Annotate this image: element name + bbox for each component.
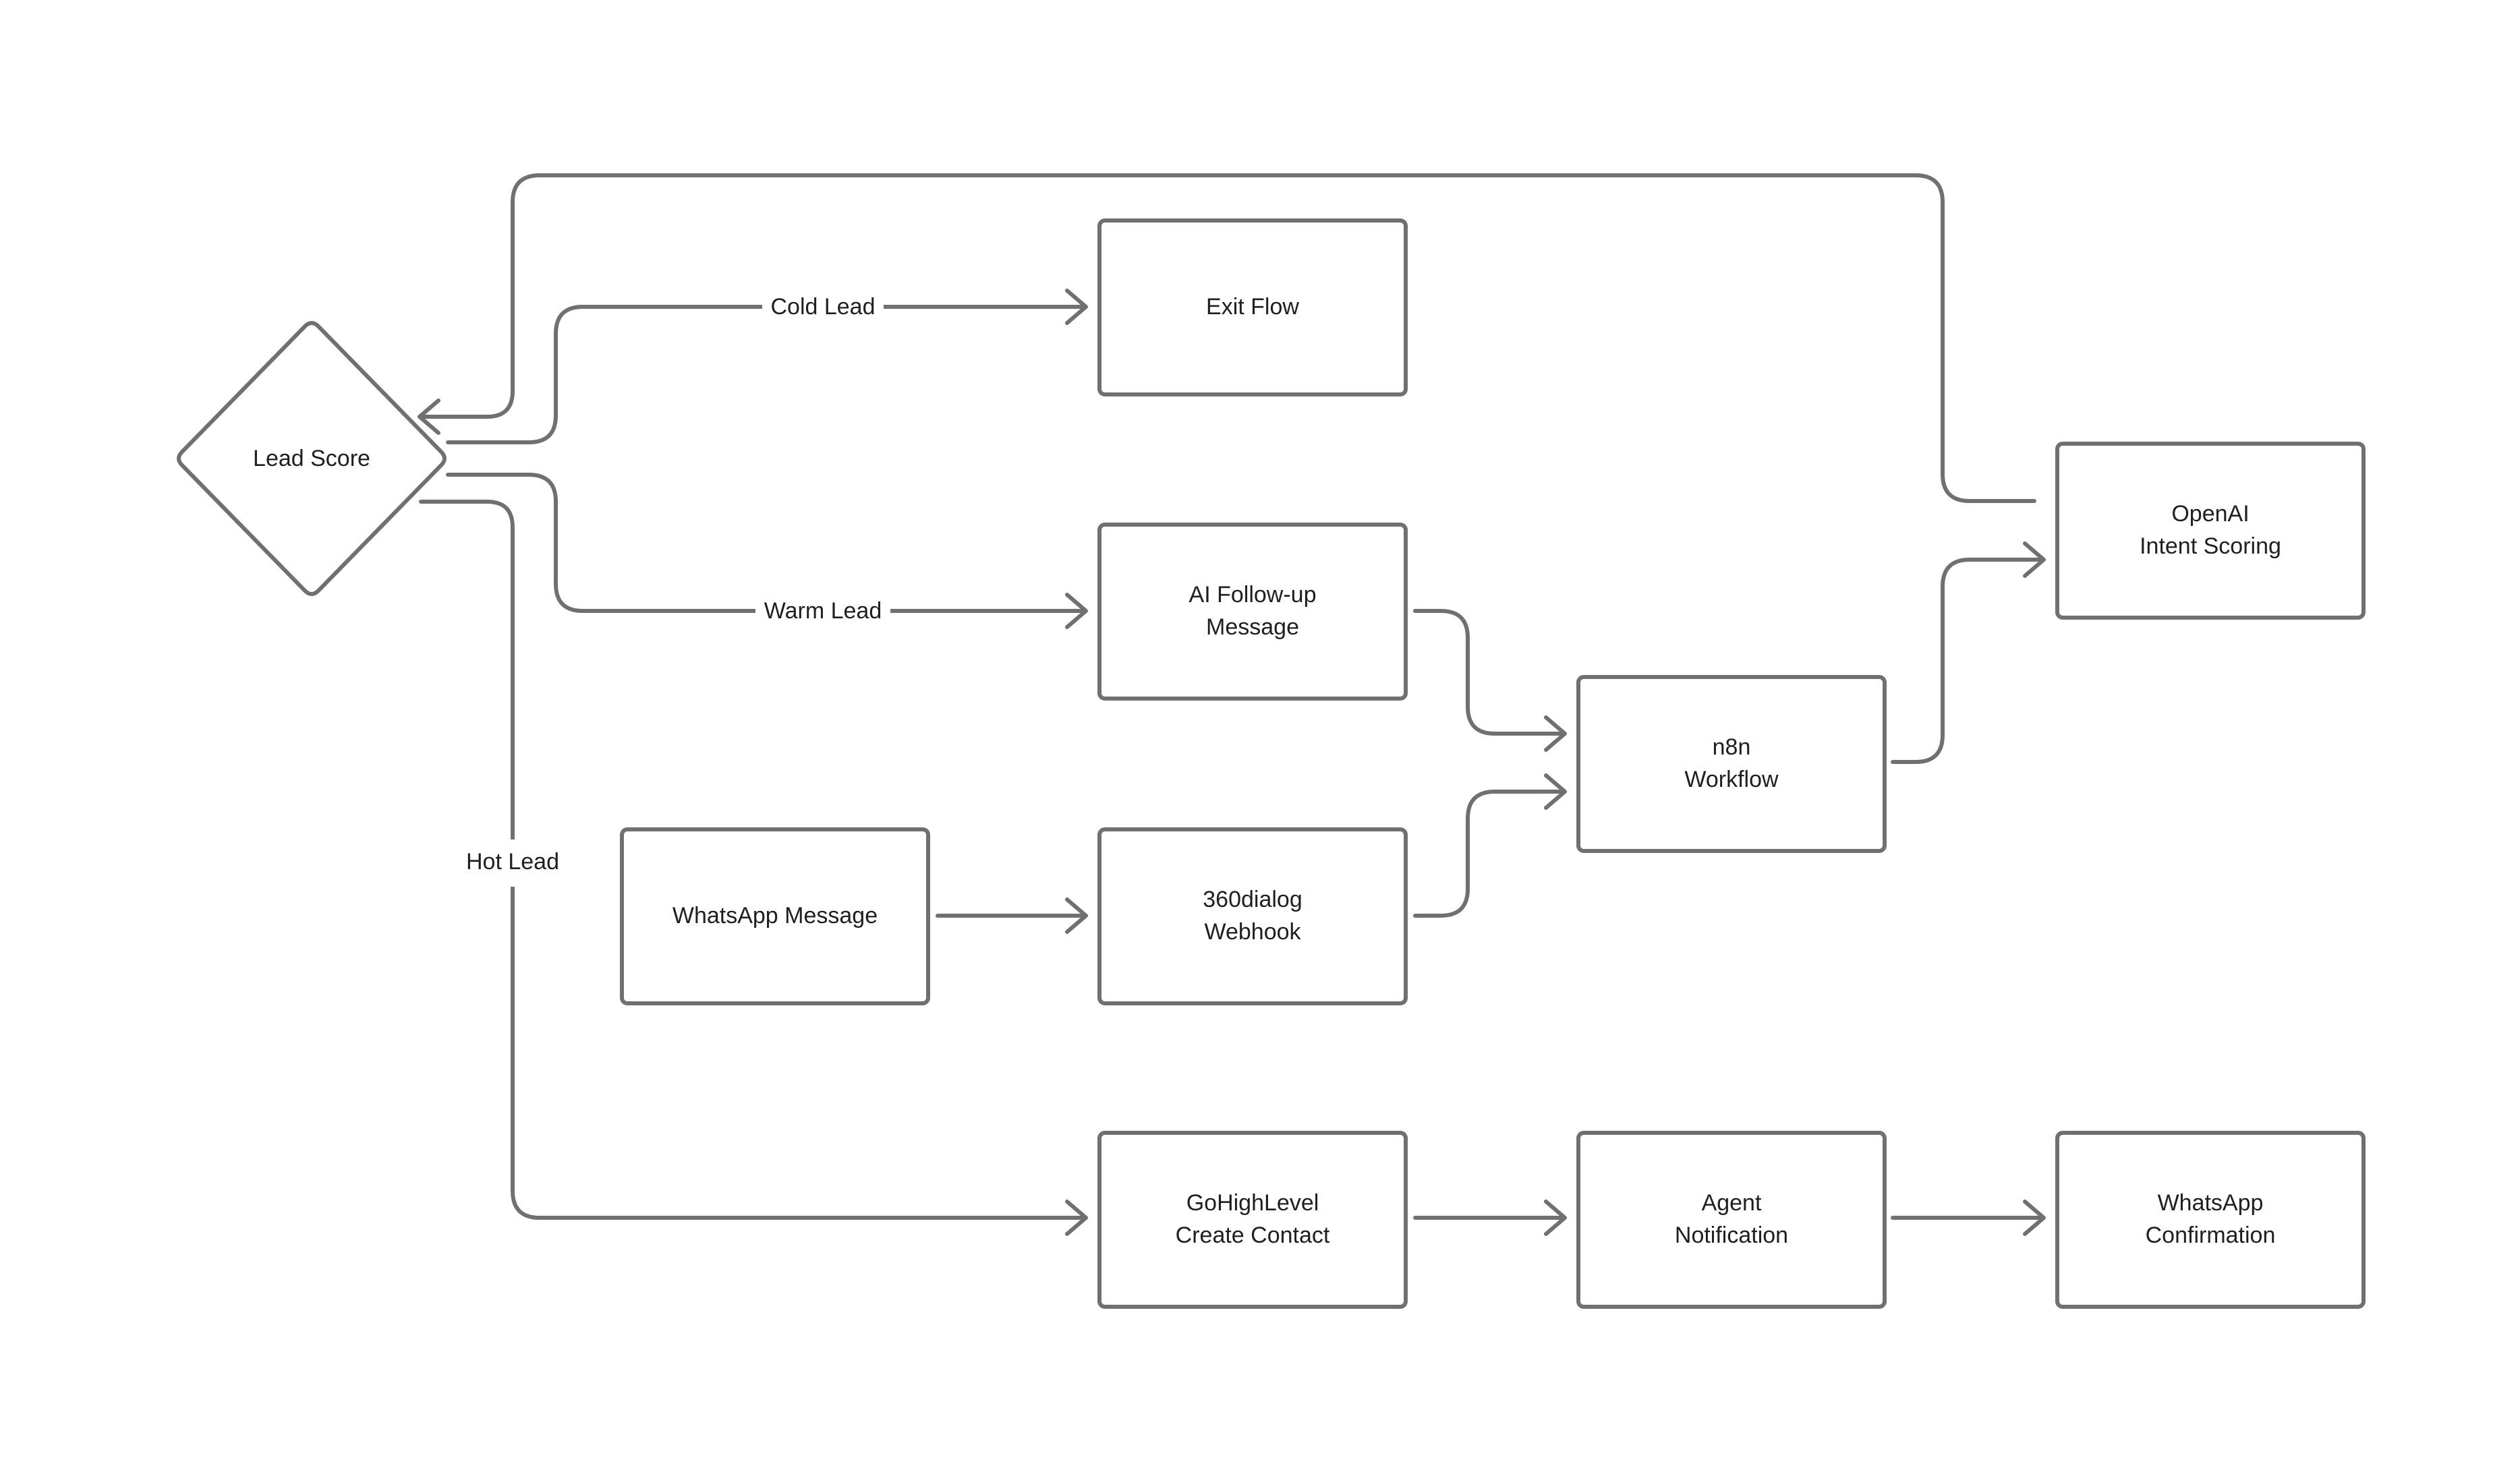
node-label-openai-line2: Intent Scoring <box>2140 533 2281 559</box>
edge-n8n-to-openai <box>1891 558 2043 764</box>
arrowhead-n8n-in-bottom <box>1544 773 1567 810</box>
node-agent-notification: Agent Notification <box>1576 1131 1887 1309</box>
arrowhead-lead-score-in <box>418 399 440 435</box>
node-label-ai-followup-line2: Message <box>1206 614 1299 640</box>
node-label-n8n-line2: Workflow <box>1684 767 1779 792</box>
edge-cold-lead <box>446 305 1085 444</box>
node-whatsapp-confirmation: WhatsApp Confirmation <box>2055 1131 2366 1309</box>
arrowhead-webhook-in <box>1065 897 1088 934</box>
arrowhead-exit-flow-in <box>1065 289 1088 325</box>
edge-warm-lead <box>446 473 1085 613</box>
node-label-confirmation-line1: WhatsApp <box>2158 1190 2264 1216</box>
edge-label-cold-lead: Cold Lead <box>770 294 875 320</box>
node-exit-flow: Exit Flow <box>1097 218 1408 396</box>
node-label-agent-line2: Notification <box>1675 1222 1788 1248</box>
arrowhead-ai-followup-in <box>1065 593 1088 629</box>
node-label-agent-line1: Agent <box>1702 1190 1762 1216</box>
node-label-whatsapp-message: WhatsApp Message <box>672 903 878 928</box>
node-label-gohighlevel-line2: Create Contact <box>1176 1222 1330 1248</box>
node-360dialog-webhook: 360dialog Webhook <box>1097 827 1408 1005</box>
node-whatsapp-message: WhatsApp Message <box>620 827 930 1005</box>
node-label-openai-line1: OpenAI <box>2171 501 2249 527</box>
cold-lead-label-bg <box>762 290 884 324</box>
warm-lead-label-bg <box>755 594 890 628</box>
edge-label-hot-lead: Hot Lead <box>466 849 559 875</box>
node-label-webhook-line1: 360dialog <box>1203 887 1302 912</box>
arrowhead-openai-in <box>2023 541 2046 578</box>
hot-lead-label-bg <box>459 839 567 887</box>
edge-followup-to-n8n <box>1413 609 1564 736</box>
node-gohighlevel-create-contact: GoHighLevel Create Contact <box>1097 1131 1408 1309</box>
edge-webhook-to-n8n <box>1413 790 1564 918</box>
node-lead-score: Lead Score <box>177 321 447 596</box>
node-label-exit-flow: Exit Flow <box>1206 294 1299 320</box>
arrowhead-agent-in <box>1544 1200 1567 1236</box>
node-label-lead-score: Lead Score <box>253 446 370 471</box>
arrowhead-confirmation-in <box>2023 1200 2046 1236</box>
edge-label-warm-lead: Warm Lead <box>764 598 882 624</box>
node-label-gohighlevel-line1: GoHighLevel <box>1186 1190 1319 1216</box>
node-n8n-workflow: n8n Workflow <box>1576 675 1887 853</box>
node-openai-intent-scoring: OpenAI Intent Scoring <box>2055 442 2366 620</box>
arrowhead-n8n-in-top <box>1544 715 1567 752</box>
node-label-n8n-line1: n8n <box>1713 734 1751 760</box>
arrowhead-gohighlevel-in <box>1065 1200 1088 1236</box>
node-label-confirmation-line2: Confirmation <box>2146 1222 2276 1248</box>
node-label-ai-followup-line1: AI Follow-up <box>1189 582 1317 608</box>
node-label-webhook-line2: Webhook <box>1204 919 1301 945</box>
edge-openai-to-lead-score <box>419 173 2036 503</box>
node-ai-followup-message: AI Follow-up Message <box>1097 523 1408 701</box>
